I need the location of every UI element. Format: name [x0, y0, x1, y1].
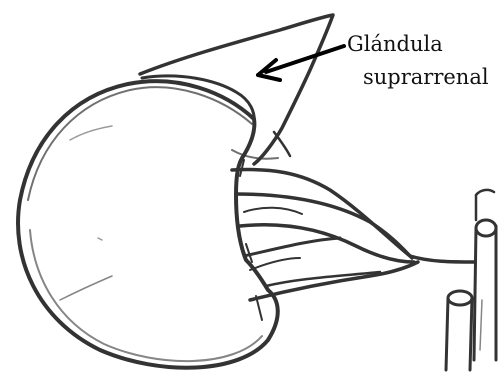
adrenal-label-line-1: Glándula [347, 34, 443, 55]
great-vessels [446, 190, 496, 370]
renal-vessels [232, 160, 475, 320]
kidney-outline [18, 81, 278, 368]
adrenal-gland [140, 15, 333, 164]
label-arrow [258, 46, 344, 80]
adrenal-label-line-2: suprarrenal [363, 67, 489, 88]
